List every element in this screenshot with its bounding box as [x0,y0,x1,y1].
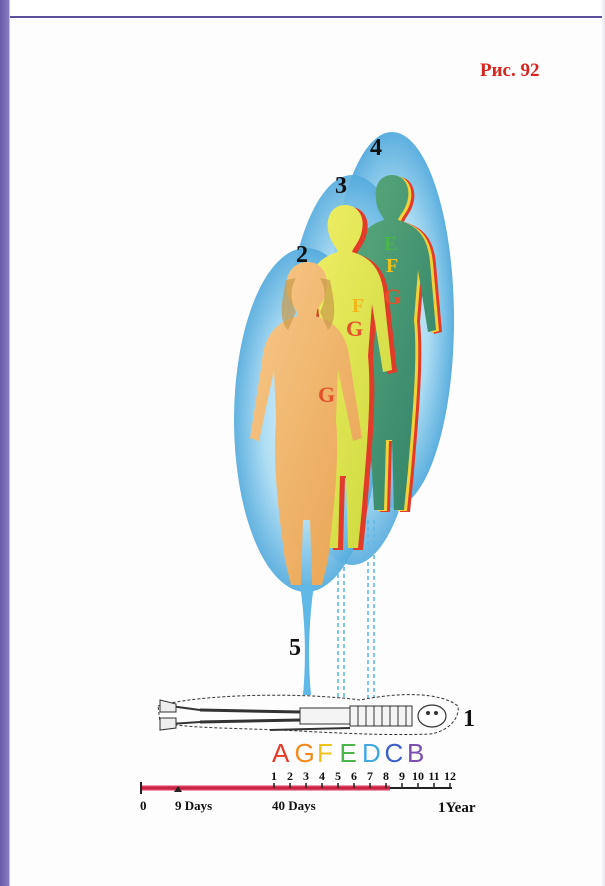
body-number-3: 3 [335,173,347,199]
layer-letter-c: C [385,738,404,768]
timeline-label-9days: 9 Days [175,798,212,813]
layer-letter-d: D [362,738,381,768]
layer-letter-a: A [272,738,290,768]
month-label-8: 8 [383,769,389,783]
month-label-6: 6 [351,769,357,783]
month-label-2: 2 [287,769,293,783]
layer-letter-g: G [295,738,315,768]
month-label-9: 9 [399,769,405,783]
body3-letter-g: G [346,316,363,341]
timeline-label-year: 1Year [438,800,476,816]
body4-letter-e: E [384,233,397,255]
layer-letter-e: E [340,738,357,768]
month-label-1: 1 [271,769,277,783]
timeline-label-40days: 40 Days [272,798,316,813]
month-label-7: 7 [367,769,373,783]
timeline-label-start: 0 [140,798,147,813]
month-label-10: 10 [412,769,424,783]
body2-letter-g: G [318,382,335,407]
body-number-1: 1 [463,706,475,732]
layer-letter-f: F [317,738,333,768]
month-label-11: 11 [428,769,439,783]
body-number-4: 4 [370,135,382,161]
body3-letter-f: F [352,295,364,317]
month-label-4: 4 [319,769,325,783]
body4-letter-g: G [384,284,401,309]
month-label-3: 3 [303,769,309,783]
skeleton-figure [158,695,458,735]
body-number-5: 5 [289,635,301,661]
body4-letter-f: F [386,255,398,277]
month-label-5: 5 [335,769,341,783]
layer-letter-b: B [407,738,424,768]
month-label-12: 12 [444,769,456,783]
body-number-2: 2 [296,242,308,268]
